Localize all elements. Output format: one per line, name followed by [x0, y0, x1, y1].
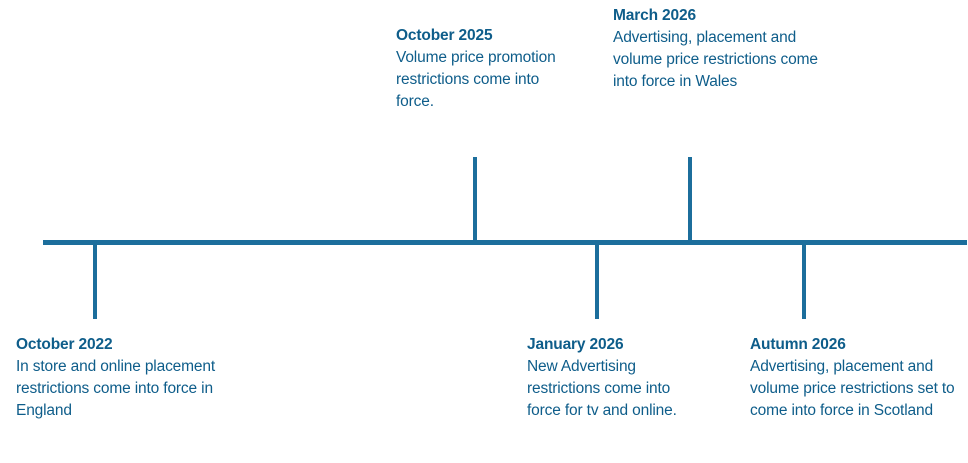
milestone-october-2025: October 2025 Volume price promotion rest…	[396, 25, 561, 113]
milestone-date: January 2026	[527, 336, 624, 353]
milestone-october-2022: October 2022 In store and online placeme…	[16, 334, 216, 422]
milestone-january-2026: January 2026 New Advertising restriction…	[527, 334, 692, 422]
timeline-tick-autumn-2026	[802, 243, 806, 319]
timeline-tick-january-2026	[595, 243, 599, 319]
milestone-date: October 2022	[16, 336, 113, 353]
timeline-axis	[43, 240, 967, 245]
timeline-tick-march-2026	[688, 157, 692, 243]
timeline-tick-october-2025	[473, 157, 477, 243]
milestone-description: New Advertising restrictions come into f…	[527, 358, 677, 419]
milestone-date: March 2026	[613, 7, 696, 24]
milestone-description: Volume price promotion restrictions come…	[396, 49, 556, 110]
milestone-description: In store and online placement restrictio…	[16, 358, 216, 419]
milestone-march-2026: March 2026 Advertising, placement and vo…	[613, 5, 823, 93]
milestone-date: Autumn 2026	[750, 336, 846, 353]
milestone-description: Advertising, placement and volume price …	[613, 29, 818, 90]
timeline-tick-october-2022	[93, 243, 97, 319]
milestone-autumn-2026: Autumn 2026 Advertising, placement and v…	[750, 334, 965, 422]
milestone-description: Advertising, placement and volume price …	[750, 358, 955, 419]
milestone-date: October 2025	[396, 27, 493, 44]
